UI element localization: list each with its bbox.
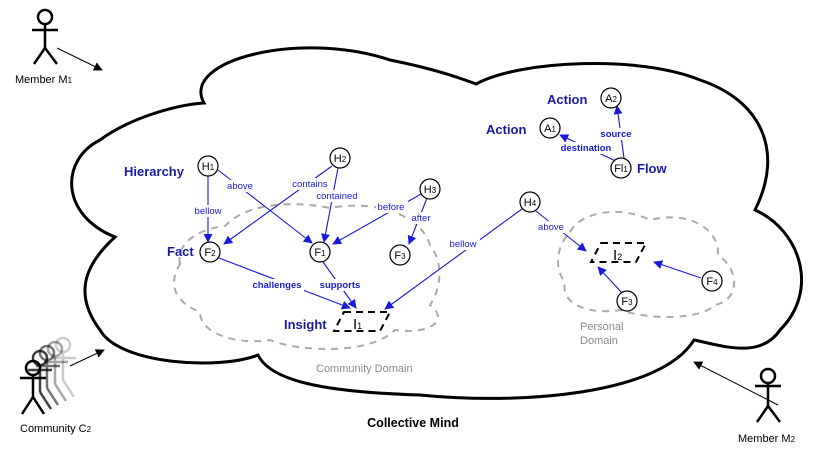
- node-h1[interactable]: H1: [197, 155, 219, 177]
- svg-text:F1: F1: [314, 247, 326, 259]
- svg-text:H4: H4: [524, 197, 537, 209]
- type-label-action-2: Action: [547, 92, 588, 107]
- svg-text:supports: supports: [320, 280, 361, 291]
- svg-text:before: before: [378, 202, 405, 213]
- edge-f3-i2: [597, 266, 624, 295]
- insight-node-i1[interactable]: I1: [332, 311, 392, 333]
- svg-text:F3: F3: [621, 296, 633, 308]
- edge-label-f2-i1: challenges: [250, 279, 304, 291]
- personal-domain-label-line1: Personal: [580, 321, 623, 333]
- node-f2[interactable]: F2: [199, 241, 221, 263]
- stick-figure-icon: [755, 367, 781, 423]
- stick-figure-icon: [32, 8, 58, 65]
- collective-mind-cloud: [70, 46, 803, 400]
- node-h3[interactable]: H3: [419, 178, 441, 200]
- edge-label-f1-i1: supports: [317, 279, 363, 291]
- member-m2-actor[interactable]: Member M2: [693, 361, 796, 445]
- type-label-action-1: Action: [486, 122, 527, 137]
- community-c2-label: Community C2: [20, 423, 92, 435]
- edge-label-fl1-a1: destination: [558, 142, 614, 154]
- member-m2-label: Member M2: [738, 433, 796, 445]
- svg-text:A2: A2: [605, 93, 617, 105]
- node-f4[interactable]: F4: [701, 270, 723, 292]
- edge-label-h1-f2: bellow: [193, 205, 223, 217]
- svg-text:I1: I1: [353, 316, 362, 333]
- type-label-hierarchy: Hierarchy: [124, 164, 185, 179]
- svg-text:Fl1: Fl1: [614, 163, 628, 175]
- svg-text:I2: I2: [613, 247, 622, 264]
- node-a1[interactable]: A1: [539, 117, 561, 139]
- community-c2-actor[interactable]: Community C2: [20, 336, 105, 435]
- svg-text:H3: H3: [424, 184, 437, 196]
- edge-label-h3-f1: before: [376, 201, 408, 213]
- svg-text:A1: A1: [544, 123, 556, 135]
- svg-text:bellow: bellow: [450, 239, 477, 250]
- edge-label-h1-f1: above: [226, 180, 254, 192]
- edge-h2-f1: [321, 167, 339, 243]
- diagram-title: Collective Mind: [367, 416, 459, 430]
- svg-text:F4: F4: [706, 276, 718, 288]
- node-h2[interactable]: H2: [329, 147, 351, 169]
- personal-domain-outline: [557, 210, 736, 318]
- arrow-icon: [693, 361, 779, 406]
- node-fl1[interactable]: Fl1: [610, 157, 632, 179]
- stick-figure-group-icon: [20, 336, 76, 415]
- type-label-flow: Flow: [637, 161, 667, 176]
- edge-label-h4-i1: bellow: [446, 238, 480, 250]
- edge-label-h2-f1: contained: [314, 190, 360, 202]
- edge-h4-i1: [384, 208, 523, 310]
- type-label-fact: Fact: [167, 244, 194, 259]
- community-domain-outline: [173, 203, 441, 350]
- svg-text:after: after: [411, 213, 430, 224]
- node-h4[interactable]: H4: [519, 191, 541, 213]
- svg-text:above: above: [538, 222, 564, 233]
- svg-text:contains: contains: [292, 179, 328, 190]
- svg-text:above: above: [227, 181, 253, 192]
- arrow-icon: [56, 47, 103, 71]
- svg-text:F2: F2: [204, 247, 216, 259]
- edge-label-fl1-a2: source: [598, 128, 634, 140]
- node-f3-community[interactable]: F3: [389, 244, 411, 266]
- edge-f4-i2: [653, 260, 702, 279]
- member-m1-label: Member M1: [15, 74, 73, 86]
- node-f1[interactable]: F1: [309, 241, 331, 263]
- edge-label-h2-f2: contains: [290, 178, 330, 190]
- svg-text:contained: contained: [316, 191, 357, 202]
- node-a2[interactable]: A2: [600, 87, 622, 109]
- svg-text:H1: H1: [202, 161, 215, 173]
- arrow-icon: [69, 349, 105, 367]
- insight-node-i2[interactable]: I2: [589, 242, 648, 264]
- edge-label-h3-f3: after: [409, 212, 433, 224]
- personal-domain-label-line2: Domain: [580, 335, 618, 347]
- edge-label-h4-i2: above: [537, 221, 565, 233]
- svg-text:challenges: challenges: [252, 280, 301, 291]
- svg-text:source: source: [600, 129, 631, 140]
- member-m1-actor[interactable]: Member M1: [15, 8, 103, 86]
- svg-text:F3: F3: [394, 250, 406, 262]
- type-label-insight: Insight: [284, 317, 327, 332]
- svg-text:destination: destination: [561, 143, 612, 154]
- community-domain-label: Community Domain: [316, 363, 413, 375]
- svg-text:bellow: bellow: [195, 206, 222, 217]
- node-f3-personal[interactable]: F3: [616, 290, 638, 312]
- svg-text:H2: H2: [334, 153, 347, 165]
